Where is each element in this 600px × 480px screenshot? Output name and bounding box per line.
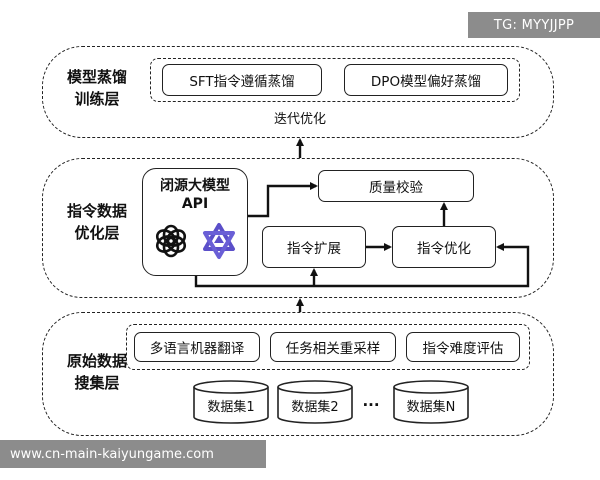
optimize-layer-title: 指令数据 优化层 xyxy=(66,202,127,242)
sft-distill-box: SFT指令遵循蒸馏 xyxy=(162,64,322,96)
star-of-david-logo-icon xyxy=(203,223,235,259)
database-icon xyxy=(193,380,269,424)
difficulty-eval-box: 指令难度评估 xyxy=(406,332,520,362)
optimize-layer xyxy=(42,158,554,298)
instruction-refine-box: 指令优化 xyxy=(392,226,496,268)
instruction-expand-box: 指令扩展 xyxy=(262,226,366,268)
iterative-optimization-label: 迭代优化 xyxy=(273,112,326,127)
database-icon xyxy=(393,380,469,424)
dataset-ellipsis: ... xyxy=(362,392,380,410)
dataset-n: 数据集N xyxy=(392,380,470,424)
collect-layer xyxy=(42,312,554,436)
dpo-distill-box: DPO模型偏好蒸馏 xyxy=(344,64,508,96)
collect-layer-title: 原始数据 搜集层 xyxy=(66,352,127,392)
dataset-2: 数据集2 xyxy=(276,380,354,424)
closed-source-llm-api-box: 闭源大模型 API xyxy=(142,168,248,276)
api-label: 闭源大模型 API xyxy=(160,178,230,212)
collect-methods-group xyxy=(126,324,530,370)
watermark-top: TG: MYYJJPP xyxy=(468,12,600,38)
dataset-1-label: 数据集1 xyxy=(207,400,255,415)
multilingual-translation-box: 多语言机器翻译 xyxy=(134,332,260,362)
distill-methods-group xyxy=(150,58,520,102)
watermark-bottom: www.cn-main-kaiyungame.com xyxy=(0,440,266,468)
distill-layer xyxy=(42,46,554,138)
dataset-n-label: 数据集N xyxy=(406,400,456,415)
database-icon xyxy=(277,380,353,424)
dataset-1: 数据集1 xyxy=(192,380,270,424)
quality-check-box: 质量校验 xyxy=(318,170,474,202)
dataset-2-label: 数据集2 xyxy=(291,400,339,415)
openai-logo-icon xyxy=(155,224,187,258)
distill-layer-title: 模型蒸馏 训练层 xyxy=(66,68,127,108)
task-resampling-box: 任务相关重采样 xyxy=(270,332,396,362)
